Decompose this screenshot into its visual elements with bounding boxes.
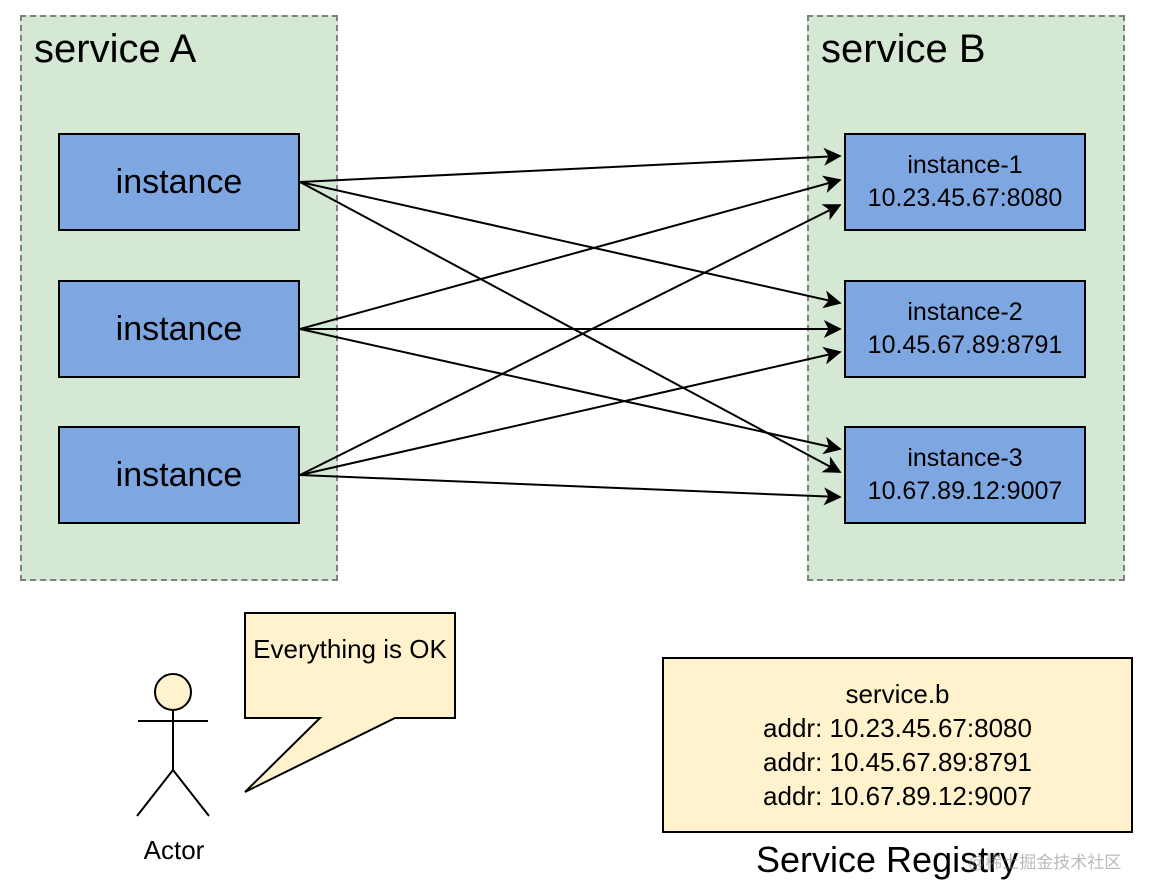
registry-address-3: addr: 10.67.89.12:9007 <box>763 781 1032 811</box>
actor-figure <box>136 673 210 817</box>
instance-name: instance-3 <box>907 444 1023 472</box>
instance-name: instance-2 <box>907 298 1023 326</box>
watermark: @稀土掘金技术社区 <box>968 853 1122 872</box>
service-b-title: service B <box>821 27 986 71</box>
service-b-instance-3[interactable]: instance-3 10.67.89.12:9007 <box>844 426 1086 524</box>
arrow-a1-to-b1 <box>299 147 842 183</box>
arrow-a3-to-b2 <box>299 346 842 476</box>
instance-address: 10.23.45.67:8080 <box>867 184 1063 212</box>
arrow-a3-to-b1 <box>299 204 842 476</box>
arrow-a2-to-b1 <box>299 175 842 330</box>
actor-head <box>154 673 192 711</box>
service-registry-caption: Service Registry <box>756 839 1019 880</box>
service-a-instance-3[interactable]: instance <box>58 426 300 524</box>
service-a-title: service A <box>34 27 197 71</box>
registry-address-1: addr: 10.23.45.67:8080 <box>763 713 1032 743</box>
service-b-instance-1[interactable]: instance-1 10.23.45.67:8080 <box>844 133 1086 231</box>
instance-label: instance <box>115 309 243 348</box>
arrow-a1-to-b2 <box>299 181 842 309</box>
service-registry-note: service.b addr: 10.23.45.67:8080 addr: 1… <box>662 657 1133 833</box>
instance-address: 10.45.67.89:8791 <box>867 331 1063 359</box>
registry-service-name: service.b <box>845 679 950 709</box>
arrow-a1-to-b3 <box>299 181 842 473</box>
service-a-instance-2[interactable]: instance <box>58 280 300 378</box>
service-b-instance-2[interactable]: instance-2 10.45.67.89:8791 <box>844 280 1086 378</box>
actor-label: Actor <box>143 835 205 865</box>
instance-label: instance <box>115 162 243 201</box>
instance-label: instance <box>115 455 243 494</box>
speech-bubble-text: Everything is OK <box>253 634 447 664</box>
instance-address: 10.67.89.12:9007 <box>867 477 1063 505</box>
registry-address-2: addr: 10.45.67.89:8791 <box>763 747 1032 777</box>
instance-name: instance-1 <box>907 151 1023 179</box>
arrow-a2-to-b3 <box>299 328 842 455</box>
arrow-a3-to-b3 <box>299 474 842 506</box>
service-a-instance-1[interactable]: instance <box>58 133 300 231</box>
